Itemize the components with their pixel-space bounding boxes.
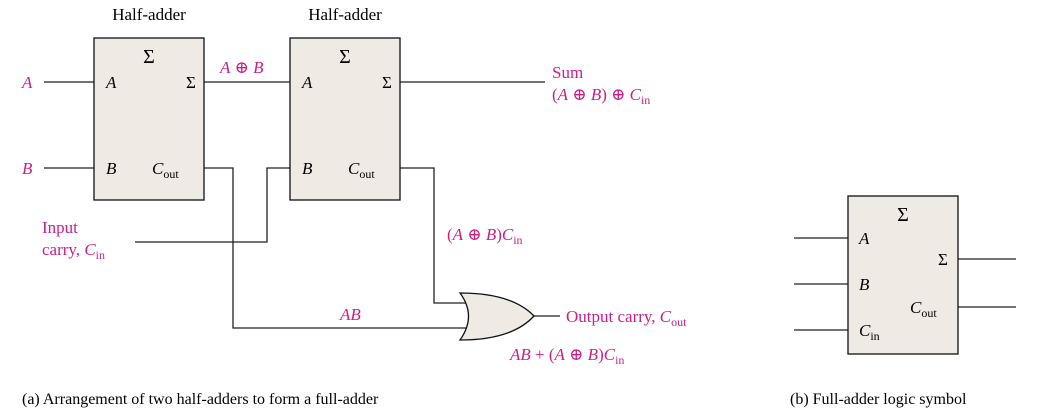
half-adder-2-sigma: Σ: [339, 46, 351, 68]
caption-a: (a) Arrangement of two half-adders to fo…: [22, 391, 379, 408]
wire-ab: [204, 167, 467, 329]
half-adder-2-in-b-label: B: [302, 159, 313, 178]
input-carry-label-line2: carry, Cin: [42, 240, 105, 262]
sum-expression: (A ⊕ B) ⊕ Cin: [552, 85, 650, 107]
full-adder-out-carry-label: Cout: [910, 298, 937, 320]
half-adder-1-title: Half-adder: [112, 5, 186, 24]
or-gate: [458, 292, 535, 341]
half-adder-1-in-a-label: A: [105, 73, 117, 92]
half-adder-1: Half-adder Σ A Σ B Cout: [93, 5, 205, 201]
wire-input-carry: [135, 167, 290, 243]
output-carry-expression: AB + (A ⊕ B)Cin: [509, 345, 624, 367]
half-adder-2-in-a-label: A: [301, 73, 313, 92]
a-xor-b-label: A ⊕ B: [219, 58, 264, 77]
input-a-label: A: [21, 73, 33, 92]
half-adder-2: Half-adder Σ A Σ B Cout: [289, 5, 401, 201]
full-adder-out-sum-label: Σ: [938, 250, 948, 269]
caption-b: (b) Full-adder logic symbol: [790, 391, 967, 408]
full-adder-in-c-label: Cin: [859, 321, 880, 343]
half-adder-1-out-carry-label: Cout: [152, 159, 179, 181]
input-carry-label-line1: Input: [42, 218, 78, 237]
signal-labels: A B A ⊕ B Input carry, Cin Sum (A ⊕ B) ⊕…: [21, 58, 687, 367]
xor-carry-label: (A ⊕ B)Cin: [447, 225, 523, 247]
ab-label: AB: [339, 305, 361, 324]
half-adder-1-box: [93, 37, 205, 201]
half-adder-1-sigma: Σ: [143, 46, 155, 68]
half-adder-2-box: [289, 37, 401, 201]
half-adder-1-in-b-label: B: [106, 159, 117, 178]
wire-xor-carry: [400, 167, 467, 304]
half-adder-2-title: Half-adder: [308, 5, 382, 24]
input-b-label: B: [22, 159, 33, 178]
full-adder-in-b-label: B: [859, 275, 870, 294]
half-adder-2-out-carry-label: Cout: [348, 159, 375, 181]
full-adder-sigma: Σ: [897, 204, 909, 226]
sum-label: Sum: [552, 63, 583, 82]
full-adder-symbol: Σ A Σ B Cout Cin: [847, 195, 959, 355]
wires: [44, 81, 1016, 331]
full-adder-in-a-label: A: [858, 229, 870, 248]
half-adder-1-out-sum-label: Σ: [186, 73, 196, 92]
half-adder-2-out-sum-label: Σ: [382, 73, 392, 92]
full-adder-box: [847, 195, 959, 355]
output-carry-label: Output carry, Cout: [566, 307, 687, 329]
